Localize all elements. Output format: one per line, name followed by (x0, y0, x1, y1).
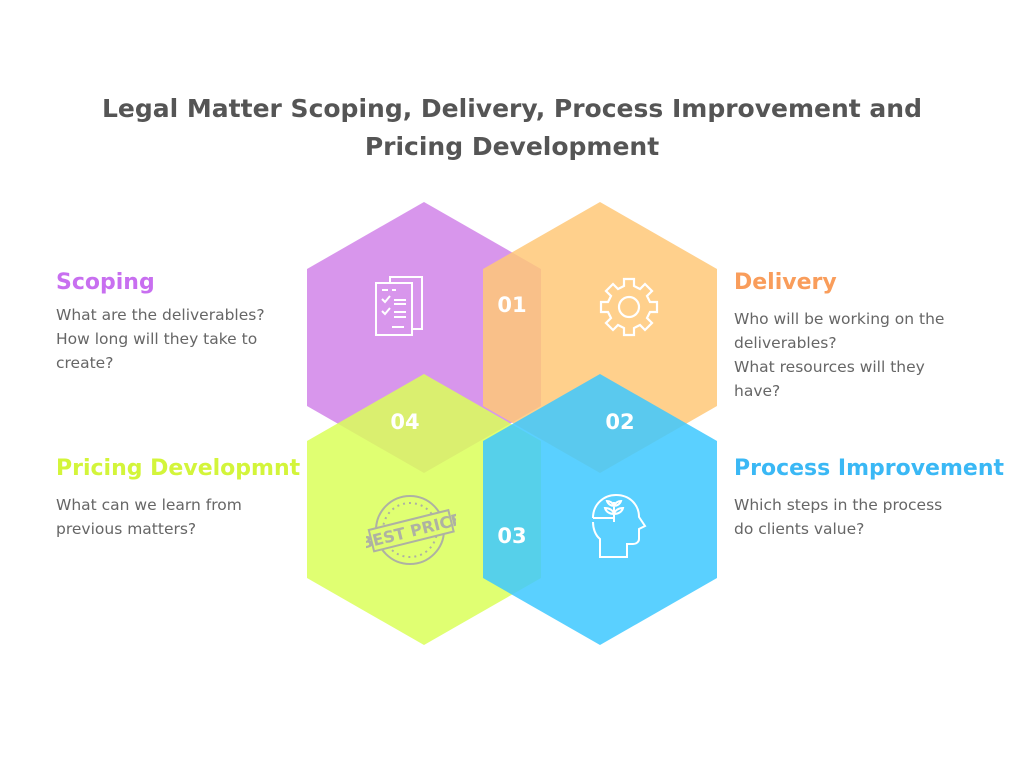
best-price-stamp-icon: BEST PRICE (366, 495, 456, 565)
hexagon-scoping (307, 202, 541, 473)
description-line: deliverables? (734, 334, 837, 352)
description-line: Who will be working on the (734, 310, 945, 328)
description-line: What are the deliverables? (56, 306, 265, 324)
step-scoping: Scoping What are the deliverables? How l… (56, 270, 265, 375)
description-line: have? (734, 382, 781, 400)
step-pricing: Pricing Developmnt What can we learn fro… (56, 456, 300, 541)
description-line: How long will they take to (56, 330, 258, 348)
description-line: create? (56, 354, 114, 372)
step-number-01: 01 (497, 293, 527, 317)
description-line: previous matters? (56, 520, 197, 538)
hexagon-pricing (307, 374, 541, 645)
step-heading: Delivery (734, 270, 837, 295)
step-description: Which steps in the process do clients va… (734, 493, 1004, 541)
step-process-improvement: Process Improvement Which steps in the p… (734, 456, 1004, 541)
hexagon-process (483, 374, 717, 645)
title-line-2: Pricing Development (364, 132, 660, 161)
head-growth-icon (592, 493, 647, 558)
step-description: What are the deliverables? How long will… (56, 303, 265, 375)
step-number-04: 04 (390, 410, 420, 434)
step-description: What can we learn from previous matters? (56, 493, 300, 541)
step-number-02: 02 (605, 410, 635, 434)
step-number-03: 03 (497, 524, 527, 548)
checklist-document-icon (375, 276, 423, 336)
step-heading: Scoping (56, 270, 155, 295)
description-line: do clients value? (734, 520, 865, 538)
step-delivery: Delivery Who will be working on the deli… (734, 270, 944, 403)
page-title: Legal Matter Scoping, Delivery, Process … (0, 90, 1024, 166)
hexagon-delivery (483, 202, 717, 473)
step-heading: Process Improvement (734, 456, 1005, 481)
description-line: What can we learn from (56, 496, 242, 514)
description-line: Which steps in the process (734, 496, 943, 514)
description-line: What resources will they (734, 358, 925, 376)
gear-icon (599, 277, 659, 337)
step-description: Who will be working on the deliverables?… (734, 307, 944, 403)
title-line-1: Legal Matter Scoping, Delivery, Process … (102, 94, 922, 123)
step-heading: Pricing Developmnt (56, 456, 301, 481)
